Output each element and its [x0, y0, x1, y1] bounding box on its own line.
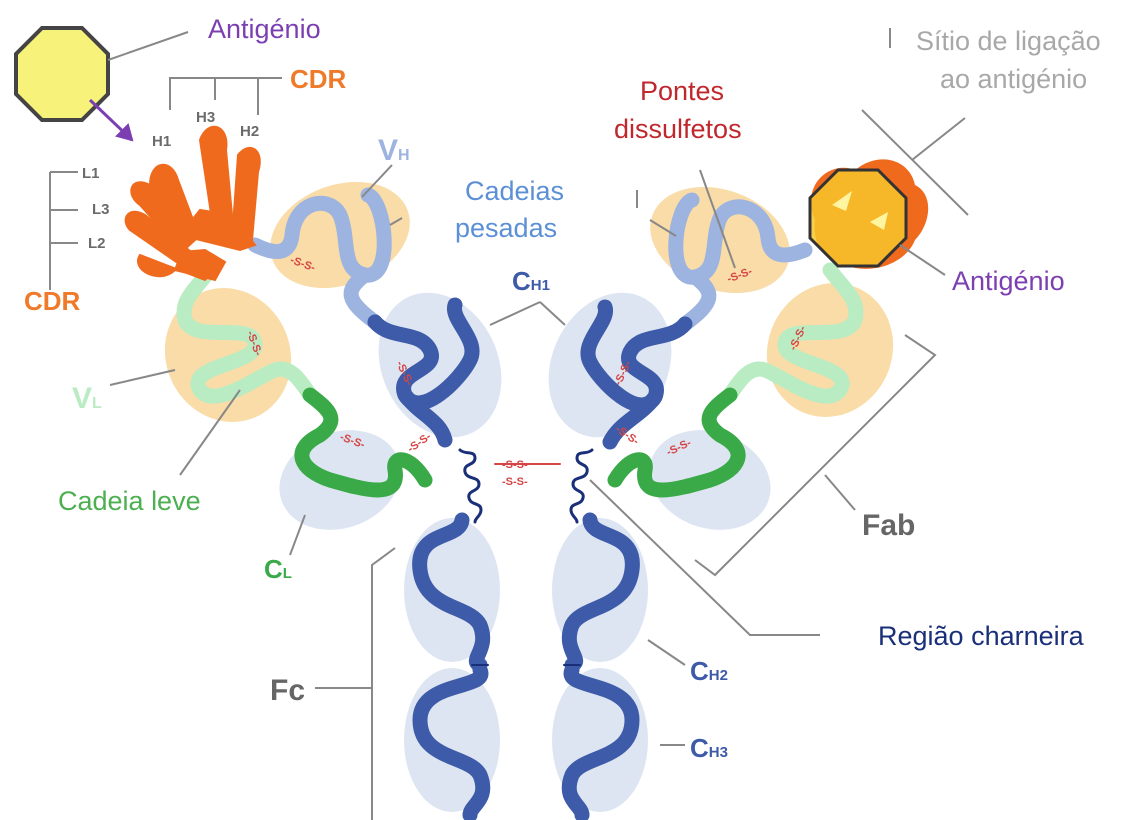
ch1-label-main: C: [512, 266, 531, 296]
antigen-left-label: Antigénio: [208, 14, 321, 44]
hinge-label: Região charneira: [878, 621, 1085, 651]
fc-label: Fc: [270, 674, 305, 707]
hinge-right: [571, 450, 592, 522]
antigen-left-leader: [108, 32, 188, 60]
binding-site-label-line2: ao antigénio: [940, 64, 1087, 94]
heavy-chains-label-line1: Cadeias: [465, 176, 564, 206]
vh-label-main: V: [378, 134, 398, 167]
cdr-left: [126, 127, 260, 280]
cdr-light-base: [175, 250, 225, 280]
cl-leader: [290, 515, 305, 555]
ch2-leader: [648, 640, 685, 665]
vh-label-sub: H: [398, 147, 410, 164]
antigen-right-shape: [810, 170, 906, 266]
antigen-right-leader: [900, 245, 945, 275]
ss-interchain-left: -S-S-: [405, 430, 433, 455]
cdr-top-label: CDR: [290, 64, 347, 94]
ch3-label-sub: H3: [709, 744, 728, 761]
vl-left-bg: [143, 267, 313, 443]
l2-label: L2: [88, 235, 106, 252]
fc-bracket: [315, 548, 395, 820]
l1-label: L1: [82, 165, 100, 182]
light-chain-label: Cadeia leve: [58, 486, 201, 516]
ch1-label-sub: H1: [531, 277, 550, 294]
cdr-top-bracket: [170, 78, 282, 115]
cdr-left-label: CDR: [24, 286, 81, 316]
ch3-label-main: C: [690, 733, 709, 763]
ch1-label: CH1: [512, 266, 550, 296]
cl-label-sub: L: [283, 565, 292, 582]
disulfide-label-line2: dissulfetos: [614, 114, 742, 144]
vl-right-bg: [745, 262, 915, 438]
ss-hinge-2: -S-S-: [502, 476, 528, 488]
heavy-chains-label-line2: pesadas: [455, 213, 557, 243]
binding-site-label-line1: Sítio de ligação: [916, 26, 1101, 56]
h2-label: H2: [240, 123, 259, 140]
fab-label: Fab: [862, 509, 915, 542]
l3-label: L3: [92, 201, 110, 218]
antigen-right-label: Antigénio: [952, 266, 1065, 296]
ch1-leader-right: [540, 302, 565, 325]
ch2-label-sub: H2: [709, 667, 728, 684]
antigen-left-shape: [16, 28, 108, 120]
ch2-label-main: C: [690, 656, 709, 686]
ch2-label: CH2: [690, 656, 728, 686]
ch3-label: CH3: [690, 733, 728, 763]
vl-label-sub: L: [92, 395, 102, 412]
domain-backgrounds: [143, 163, 915, 812]
cdr-left-bracket: [50, 172, 78, 290]
ss-hinge-1: -S-S-: [502, 459, 528, 471]
h1-label: H1: [152, 133, 171, 150]
h3-label: H3: [196, 109, 215, 126]
leader-lines: [50, 28, 968, 820]
cl-label-main: C: [264, 554, 283, 584]
ch1-leader-left: [490, 302, 540, 325]
disulfide-label-line1: Pontes: [640, 76, 724, 106]
vl-label: VL: [72, 382, 102, 415]
vl-label-main: V: [72, 382, 92, 415]
hinge-left: [460, 450, 481, 522]
vl-leader: [110, 370, 175, 385]
vh-label: VH: [378, 134, 410, 167]
cdr-h3-loop: [200, 127, 232, 220]
cl-label: CL: [264, 554, 292, 584]
